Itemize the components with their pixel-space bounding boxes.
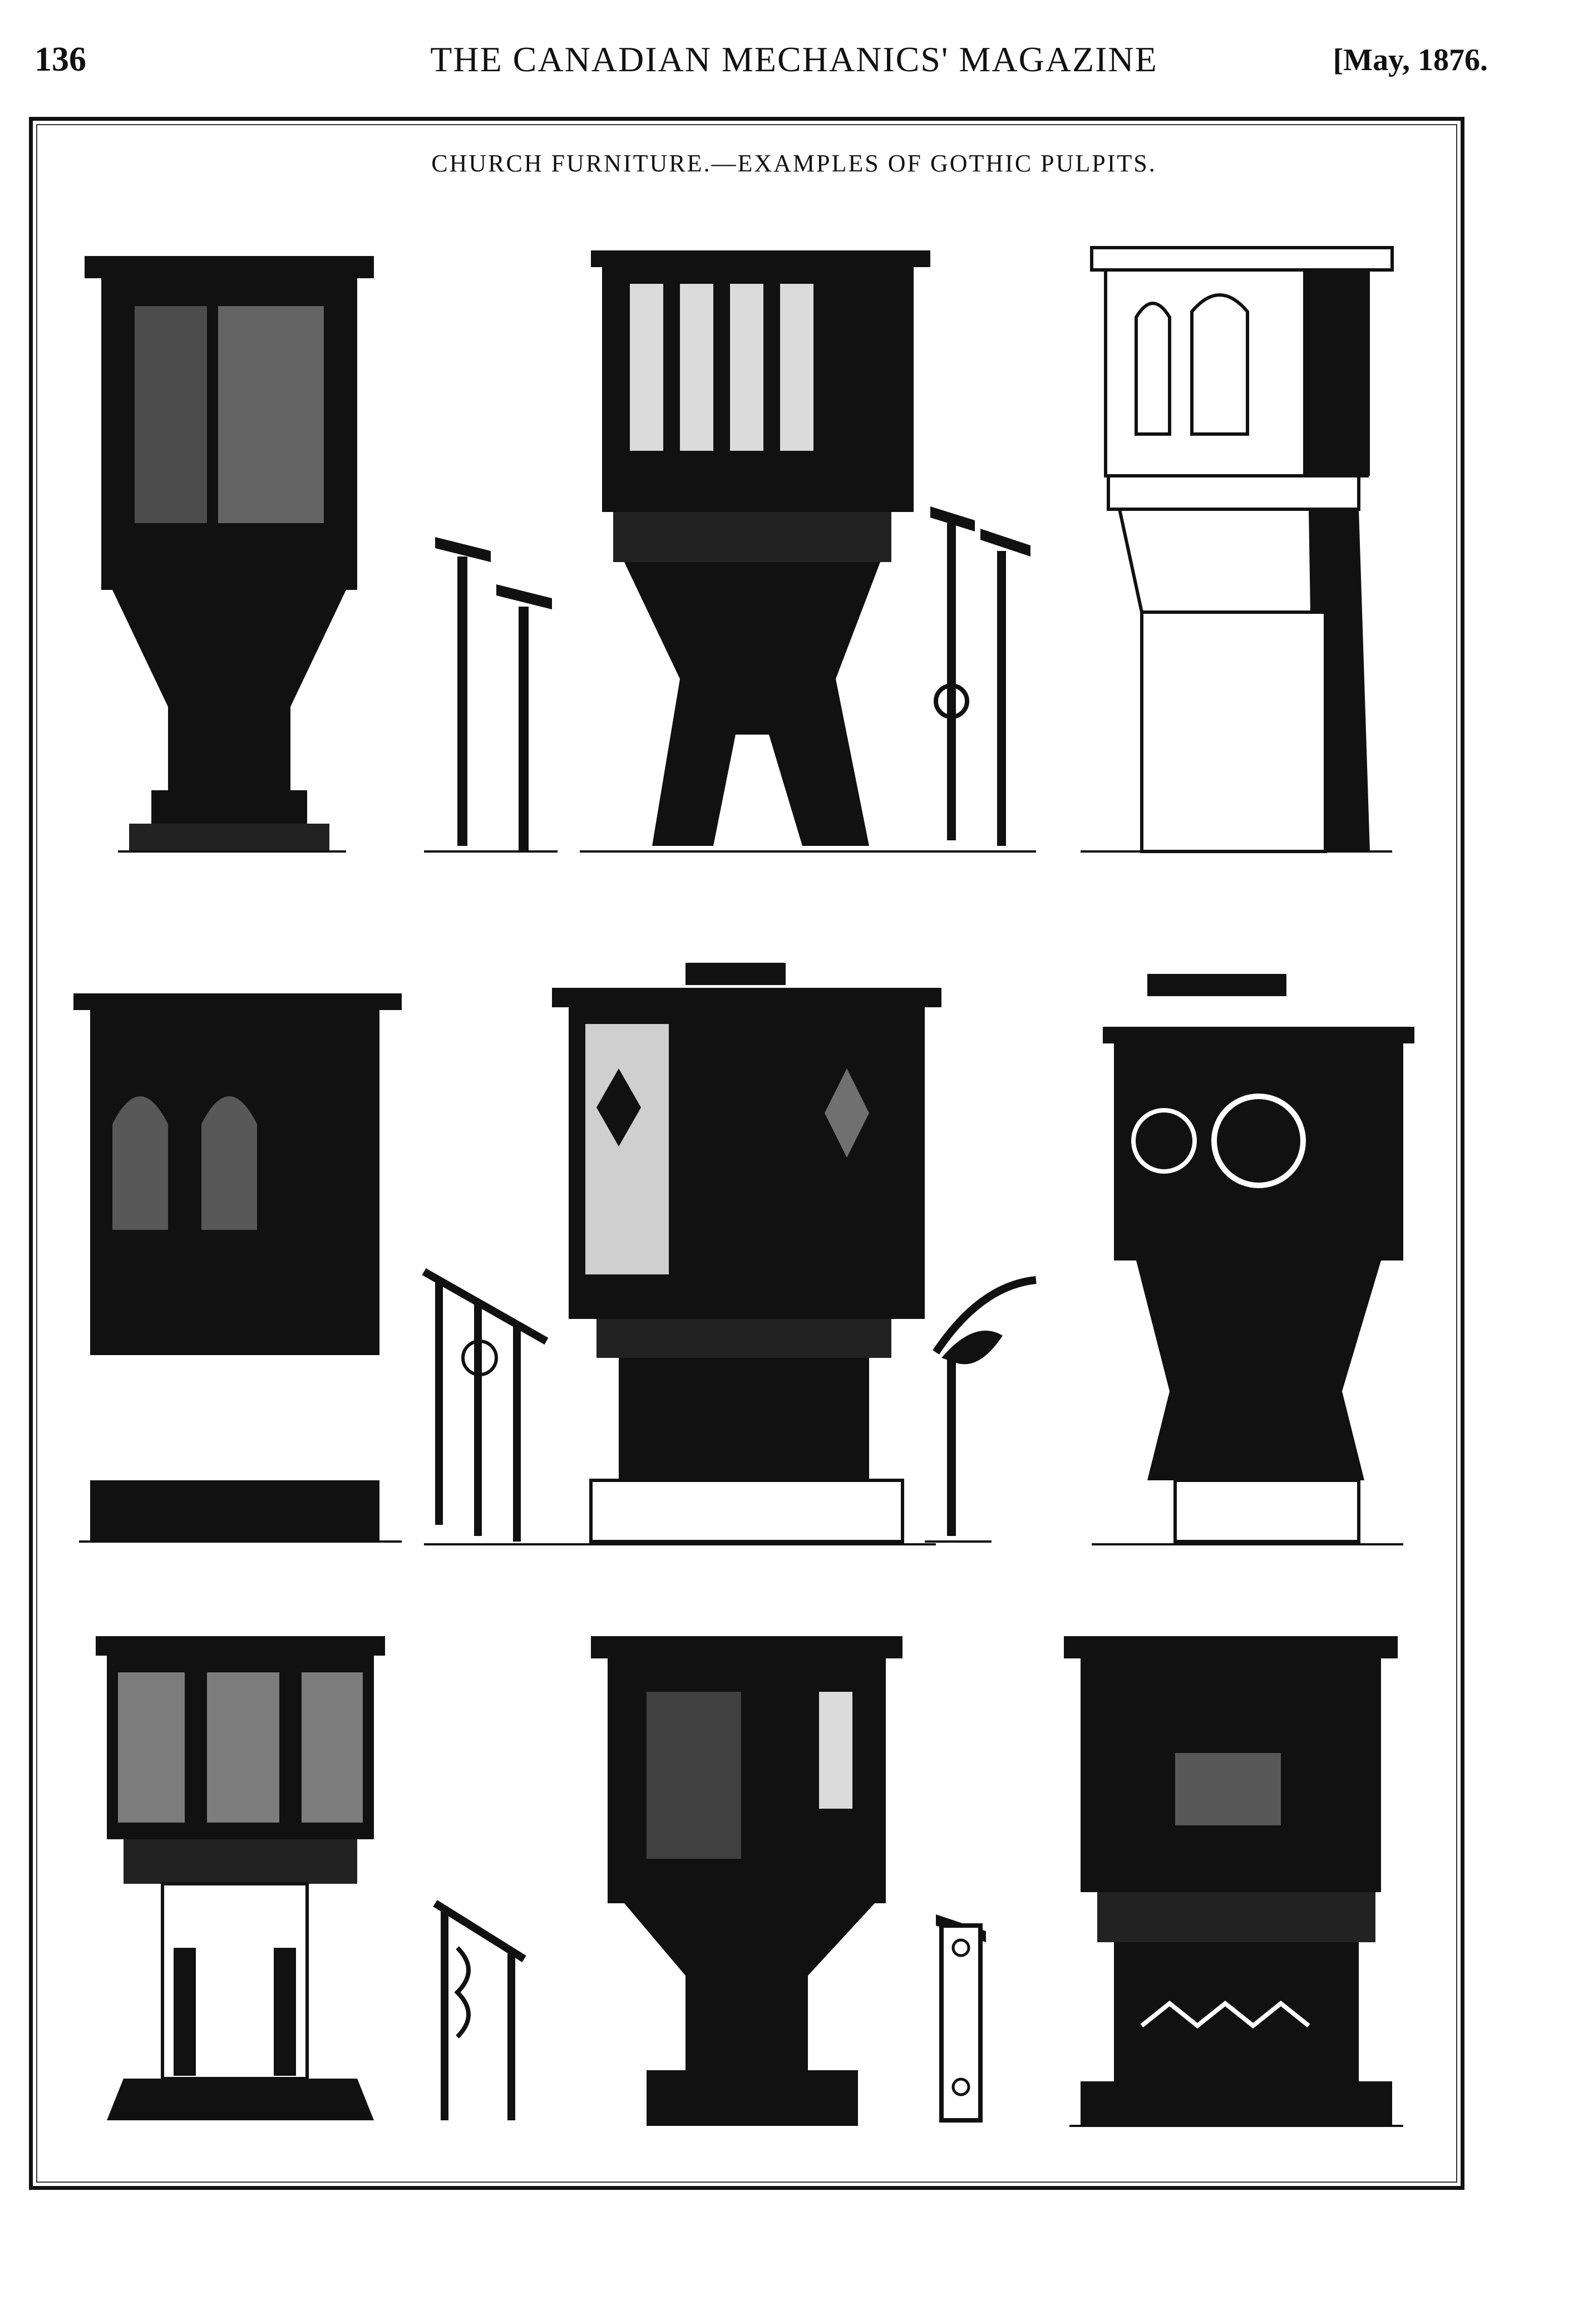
engraving-plate: [34, 122, 1459, 2184]
plate-caption: CHURCH FURNITURE.—EXAMPLES OF GOTHIC PUL…: [431, 150, 1157, 177]
pulpit-illustration-6: [1092, 974, 1414, 1545]
page-number: 136: [34, 41, 86, 78]
stair-rail-4: [925, 1276, 1037, 1543]
pulpit-illustration-4: [73, 993, 402, 1543]
issue-date: [May, 1876.: [1333, 43, 1488, 77]
pulpit-illustration-2: [580, 250, 936, 853]
running-head: 136 THE CANADIAN MECHANICS' MAGAZINE [Ma…: [0, 35, 1588, 85]
pulpit-illustration-5: [552, 963, 941, 1545]
pulpit-illustration-8: [591, 1636, 903, 2126]
lectern-rail-6: [936, 1914, 986, 2123]
pulpit-illustration-7: [96, 1636, 385, 2120]
stair-rail-1: [424, 537, 558, 853]
pulpit-illustration-3: [1081, 246, 1394, 853]
magazine-title: THE CANADIAN MECHANICS' MAGAZINE: [430, 40, 1158, 79]
stair-rail-2: [919, 506, 1036, 853]
pulpit-illustration-9: [1064, 1636, 1403, 2127]
stair-rail-3: [422, 1268, 558, 1545]
plate-frame: [29, 117, 1464, 2190]
stair-rail-5: [433, 1900, 526, 2120]
pulpit-illustration-1: [85, 256, 374, 853]
